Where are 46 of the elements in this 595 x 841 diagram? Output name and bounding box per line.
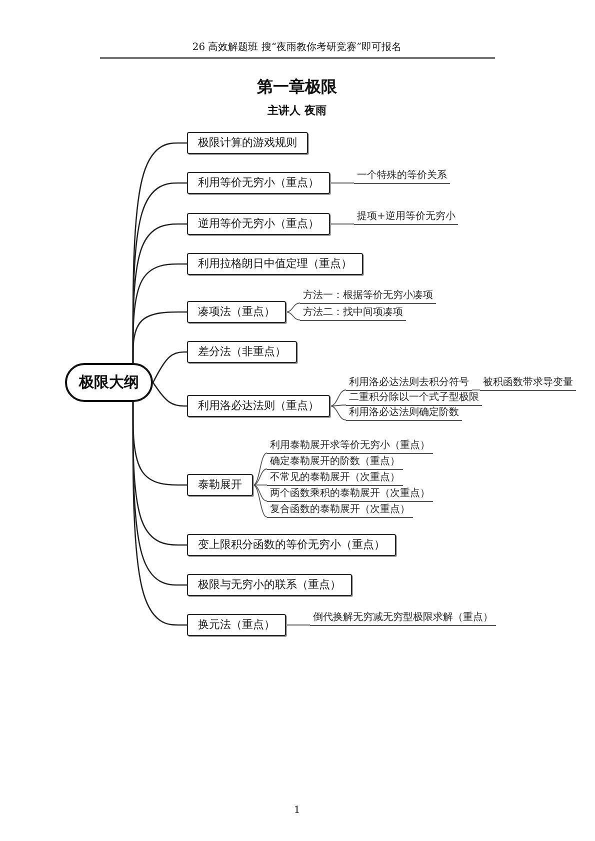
topic-box: 利用拉格朗日中值定理（重点） <box>187 253 363 275</box>
underlined-subtopic: 不常见的泰勒展开（次重点） <box>267 472 403 486</box>
branch-curve <box>132 402 187 626</box>
branch-curve <box>132 311 187 363</box>
underlined-subtopic: 提项+逆用等价无穷小 <box>354 210 458 224</box>
topic-box: 变上限积分函数的等价无穷小（重点） <box>187 534 396 556</box>
topic-box: 极限与无穷小的联系（重点） <box>187 574 352 596</box>
underlined-subtopic: 两个函数乘积的泰勒展开（次重点） <box>267 488 433 502</box>
subtopic-connector <box>330 406 346 420</box>
branch-curve <box>152 351 187 383</box>
subtopic-connector <box>252 484 268 486</box>
underlined-subtopic: 利用泰勒展开求等价无穷小（重点） <box>267 440 433 454</box>
underlined-subtopic: 二重积分除以一个式子型极限 <box>346 392 482 406</box>
topic-box: 差分法（非重点） <box>187 341 297 363</box>
underlined-subtopic: 复合函数的泰勒展开（次重点） <box>267 504 413 518</box>
branch-curve <box>152 382 187 407</box>
underlined-subtopic: 方法二：找中间项凑项 <box>300 306 406 320</box>
underlined-subtopic: 利用洛必达法则去积分符号 <box>346 376 472 390</box>
subtopic-connector <box>252 452 268 486</box>
central-topic: 极限大纲 <box>65 363 153 402</box>
underlined-subtopic: 被积函数带求导变量 <box>480 376 576 390</box>
presenter-line: 主讲人 夜雨 <box>268 104 326 118</box>
underlined-subtopic: 倒代换解无穷减无穷型极限求解（重点） <box>310 612 496 626</box>
page-title: 第一章极限 <box>257 78 337 96</box>
underlined-subtopic: 确定泰勒展开的阶数（重点） <box>267 456 403 470</box>
page-header: 26 高效解题班 搜“夜雨教你考研竞赛”即可报名 <box>192 42 402 54</box>
page-number: 1 <box>294 805 300 817</box>
topic-box: 利用等价无穷小（重点） <box>187 172 330 194</box>
topic-box: 换元法（重点） <box>187 614 286 636</box>
topic-box: 泰勒展开 <box>187 474 253 496</box>
subtopic-connector <box>252 484 268 502</box>
underlined-subtopic: 一个特殊的等价关系 <box>354 170 450 184</box>
subtopic-connector <box>330 390 346 406</box>
topic-box: 利用洛必达法则（重点） <box>187 395 330 417</box>
underlined-subtopic: 利用洛必达法则确定阶数 <box>346 406 462 420</box>
subtopic-connector <box>330 404 346 406</box>
subtopic-connector <box>286 312 300 320</box>
subtopic-connector <box>252 468 268 486</box>
subtopic-connector <box>286 624 310 626</box>
subtopic-connector <box>252 484 268 518</box>
topic-box: 极限计算的游戏规则 <box>187 132 308 154</box>
topic-box: 逆用等价无穷小（重点） <box>187 213 330 235</box>
underlined-subtopic: 方法一：根据等价无穷小凑项 <box>300 290 436 304</box>
subtopic-connector <box>286 302 300 312</box>
subtopic-connector <box>330 182 354 184</box>
topic-box: 凑项法（重点） <box>187 301 286 323</box>
